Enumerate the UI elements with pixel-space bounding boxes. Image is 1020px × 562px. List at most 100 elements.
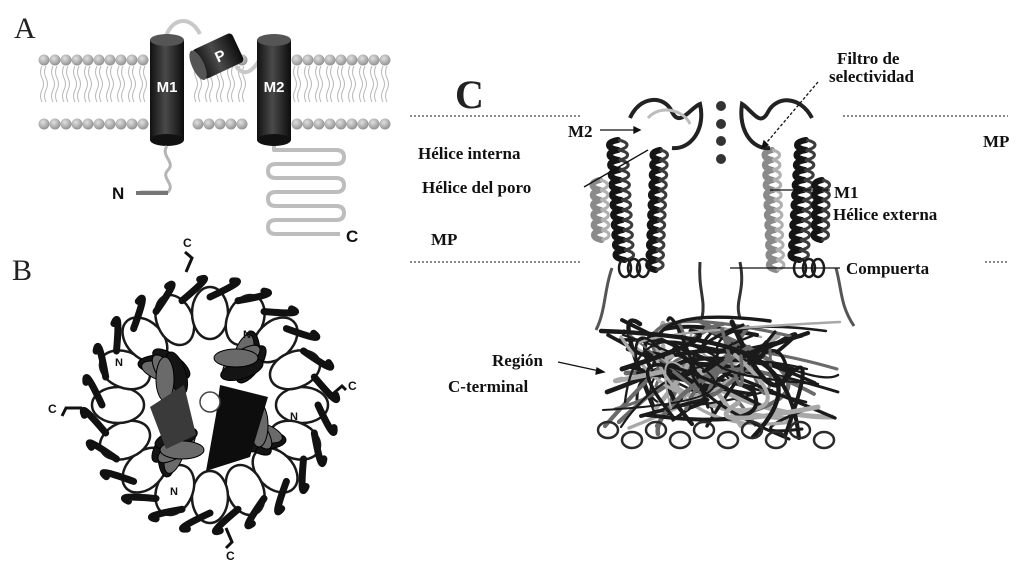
- c-label-bottom: C: [226, 549, 235, 562]
- lipid-tail: [331, 66, 334, 102]
- turret-loop-left: [630, 100, 701, 148]
- lipid-head: [72, 119, 83, 130]
- lipid-tail: [41, 66, 44, 102]
- c-terminal-loop: [814, 432, 834, 448]
- ion-3: [716, 136, 726, 146]
- lipid-head: [127, 55, 138, 66]
- label-m1: M1: [834, 183, 859, 202]
- lipid-head: [138, 55, 149, 66]
- label-helice-externa: Hélice externa: [833, 205, 938, 224]
- label-mp-left: MP: [431, 230, 457, 249]
- lipid-head: [61, 55, 72, 66]
- ions: [716, 101, 726, 164]
- lipid-head: [325, 119, 336, 130]
- lipid-head: [215, 119, 226, 130]
- linker-chain: [700, 262, 742, 318]
- lipid-tail: [342, 66, 345, 102]
- lipid-tail: [382, 66, 385, 102]
- lipid-head: [226, 119, 237, 130]
- panel-a-letter: A: [14, 12, 36, 45]
- label-mp-right: MP: [983, 132, 1009, 151]
- lipid-head: [105, 55, 116, 66]
- tetramer-top-view: [78, 276, 342, 540]
- lipid-tail: [74, 66, 77, 102]
- lipid-head: [303, 55, 314, 66]
- lipid-tail: [364, 66, 367, 102]
- label-compuerta: Compuerta: [846, 259, 930, 278]
- lipid-head: [105, 119, 116, 130]
- lipid-tail: [133, 66, 136, 102]
- ribbon-strand: [302, 459, 306, 491]
- lipid-tail: [63, 66, 66, 102]
- ion-1: [716, 101, 726, 111]
- lipid-head: [83, 119, 94, 130]
- lipid-head: [116, 55, 127, 66]
- lipid-tail: [232, 66, 235, 102]
- lipid-tail: [118, 66, 121, 102]
- lipid-head: [358, 119, 369, 130]
- lipid-head: [50, 55, 61, 66]
- helix-m2-label: M2: [264, 79, 285, 96]
- lipid-tail: [375, 66, 378, 102]
- lipid-head: [94, 119, 105, 130]
- lipid-tail: [353, 66, 356, 102]
- lipid-head: [358, 55, 369, 66]
- lipid-tail: [327, 66, 330, 102]
- lipid-head: [369, 55, 380, 66]
- chain-tail-left: [596, 268, 612, 330]
- ribbon-strand: [124, 497, 156, 501]
- lipid-head: [127, 119, 138, 130]
- lipid-head: [369, 119, 380, 130]
- lipid-head: [237, 119, 248, 130]
- n-label-left: N: [115, 357, 123, 369]
- lipid-head: [39, 119, 50, 130]
- lipid-tail: [45, 66, 48, 102]
- central-pore: [200, 392, 220, 412]
- alpha-helix-back: [821, 180, 830, 240]
- lipid-tail: [228, 66, 231, 102]
- lipid-head: [116, 119, 127, 130]
- ion-4: [716, 154, 726, 164]
- c-terminal-label: C: [346, 227, 358, 246]
- lipid-head: [336, 55, 347, 66]
- turret-loop-left-light: [648, 110, 690, 124]
- lipid-tail: [78, 66, 81, 102]
- panel-c-letter: C: [455, 72, 484, 117]
- n-label-top: N: [243, 329, 251, 341]
- c-terminal-loop: [622, 432, 642, 448]
- lipid-head: [39, 55, 50, 66]
- lipid-tail: [140, 66, 143, 102]
- c-terminal-chain: [268, 146, 344, 234]
- lipid-tail: [67, 66, 70, 102]
- n-terminal-label: N: [112, 184, 124, 203]
- lipid-tail: [100, 66, 103, 102]
- lipid-tail: [338, 66, 341, 102]
- lipid-tail: [320, 66, 323, 102]
- lipid-head: [94, 55, 105, 66]
- lipid-head: [292, 119, 303, 130]
- lipid-tail: [111, 66, 114, 102]
- lipid-head: [50, 119, 61, 130]
- label-region-line1: Región: [492, 351, 544, 370]
- lipid-head: [336, 119, 347, 130]
- lipid-tail: [386, 66, 389, 102]
- lipid-head: [347, 119, 358, 130]
- c-terminal-loop: [670, 432, 690, 448]
- n-terminal-chain: [140, 146, 170, 192]
- c-label-right: C: [348, 379, 357, 393]
- label-filtro-line2: selectividad: [829, 67, 915, 86]
- lipid-head: [347, 55, 358, 66]
- lipid-tail: [360, 66, 363, 102]
- lipid-tail: [349, 66, 352, 102]
- lipid-head: [193, 119, 204, 130]
- label-region-line2: C-terminal: [448, 377, 529, 396]
- c-label-top: C: [183, 236, 192, 250]
- helix-ribbon: [214, 349, 258, 367]
- helix-m1-label: M1: [157, 79, 178, 96]
- kcsa-channel-structure: [593, 100, 855, 448]
- lipid-tail: [298, 66, 301, 102]
- lipid-head: [204, 119, 215, 130]
- lipid-tail: [122, 66, 125, 102]
- label-helice-poro: Hélice del poro: [422, 178, 531, 197]
